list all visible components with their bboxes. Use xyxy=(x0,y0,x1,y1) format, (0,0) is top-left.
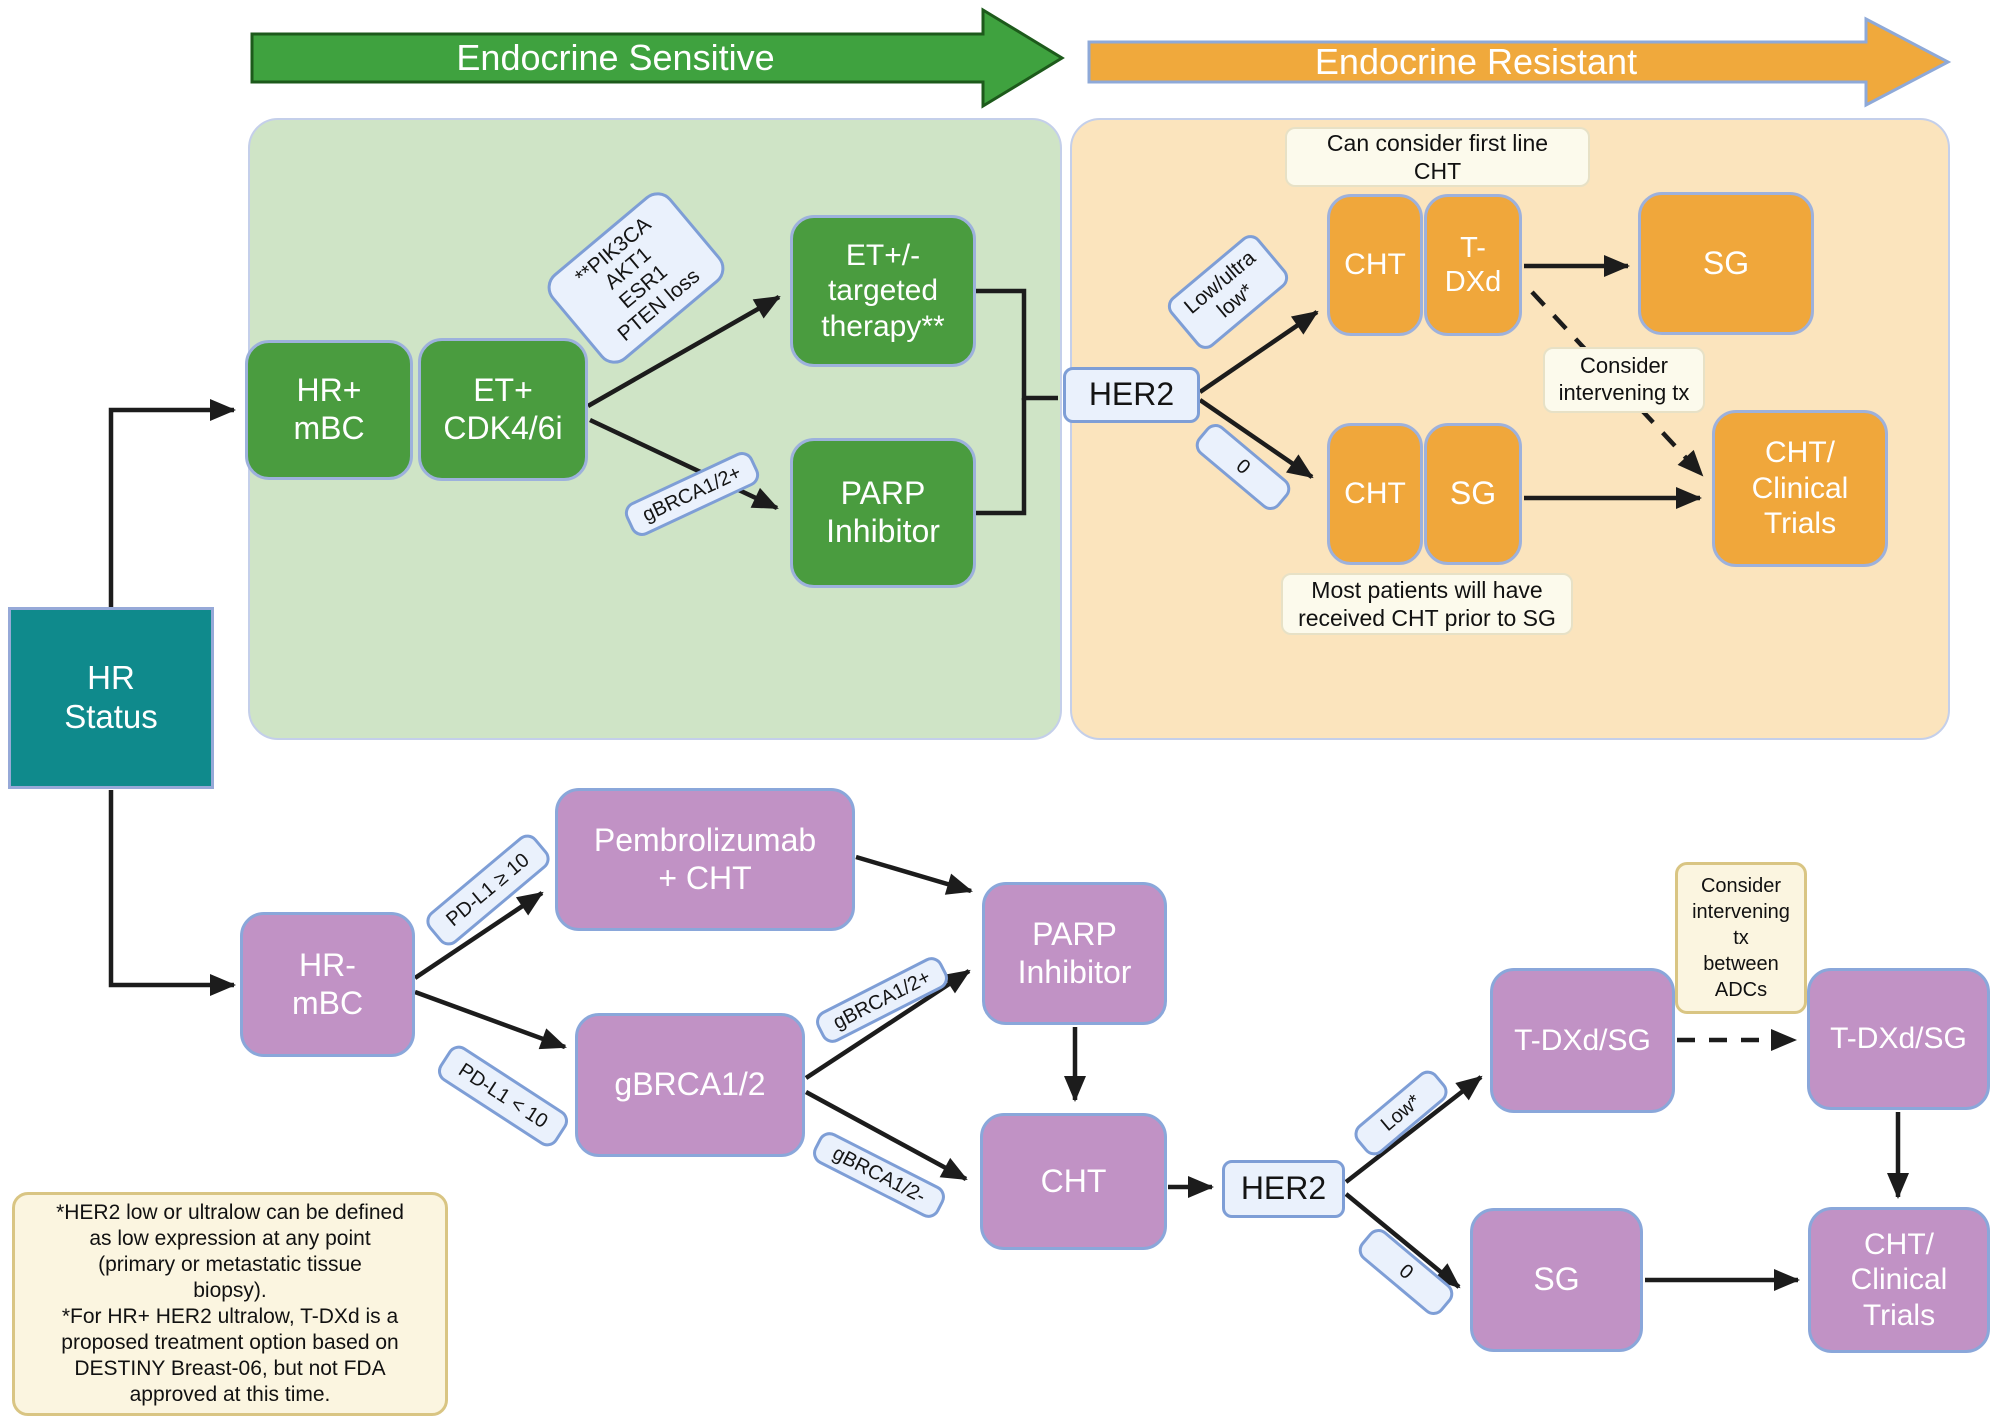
node-gbrca12: gBRCA1/2 xyxy=(575,1013,805,1157)
node-cht-lower: CHT xyxy=(1327,423,1423,565)
node-et-targeted-therapy: ET+/- targeted therapy** xyxy=(790,215,976,367)
note-first-line-cht: Can consider first line CHT xyxy=(1285,127,1590,187)
node-her2-bottom: HER2 xyxy=(1222,1160,1345,1218)
node-her2-top: HER2 xyxy=(1063,367,1200,423)
arrow-her2-to-sg xyxy=(1344,1192,1461,1289)
node-hr-plus-mbc: HR+ mBC xyxy=(245,340,413,480)
banner-resistant-label: Endocrine Resistant xyxy=(1314,41,1638,82)
node-sg-bottom: SG xyxy=(1470,1208,1643,1352)
line-parp-to-her2 xyxy=(976,398,1027,516)
note-consider-intervening-tx: Consider intervening tx xyxy=(1543,347,1705,413)
node-sg-upper: SG xyxy=(1638,192,1814,335)
arrow-gbrca-to-cht xyxy=(804,1090,968,1181)
endocrine-resistant-banner: Endocrine Resistant xyxy=(1086,16,1952,108)
node-pembrolizumab-cht: Pembrolizumab + CHT xyxy=(555,788,855,931)
node-cht-upper: CHT xyxy=(1327,194,1423,336)
dashed-tdxd-to-chttrials xyxy=(1530,290,1704,477)
node-parp-inhibitor-top: PARP Inhibitor xyxy=(790,438,976,588)
footnote-her2-definitions: *HER2 low or ultralow can be defined as … xyxy=(12,1192,448,1416)
node-parp-inhibitor-bottom: PARP Inhibitor xyxy=(982,882,1167,1025)
banner-sensitive-label: Endocrine Sensitive xyxy=(456,37,775,78)
node-tdxd-sg-first: T-DXd/SG xyxy=(1490,968,1675,1113)
line-ettargeted-to-her2 xyxy=(976,288,1058,401)
arrow-hrmmbc-to-gbrca xyxy=(414,989,567,1050)
node-et-cdk46i: ET+ CDK4/6i xyxy=(418,338,588,481)
arrow-hrmmbc-to-pembro xyxy=(413,891,544,980)
arrow-her2-to-cht-low xyxy=(1198,310,1319,394)
arrow-gbrca-to-parp xyxy=(804,969,971,1080)
node-sg-lower: SG xyxy=(1424,423,1522,565)
node-t-dxd: T- DXd xyxy=(1424,194,1522,336)
node-tdxd-sg-second: T-DXd/SG xyxy=(1807,968,1990,1110)
arrow-hrstatus-to-hrmmbc xyxy=(108,790,236,996)
note-most-patients-cht: Most patients will have received CHT pri… xyxy=(1281,573,1573,635)
arrow-her2-to-cht-zero xyxy=(1198,398,1314,479)
green-arrow-shape xyxy=(250,7,1065,109)
arrow-her2-to-tdxdsg xyxy=(1344,1075,1483,1184)
arrow-hrstatus-to-hrpmbc xyxy=(108,399,236,607)
connector-group xyxy=(108,255,1909,1291)
note-intervening-between-adcs: Consider intervening tx between ADCs xyxy=(1675,862,1807,1014)
endocrine-sensitive-banner: Endocrine Sensitive xyxy=(248,6,1066,110)
node-cht-clinical-trials-top: CHT/ Clinical Trials xyxy=(1712,410,1888,567)
node-hr-minus-mbc: HR- mBC xyxy=(240,912,415,1057)
orange-arrow-shape xyxy=(1087,16,1952,108)
node-cht-clinical-trials-bottom: CHT/ Clinical Trials xyxy=(1808,1207,1990,1353)
arrow-etcdk-to-parp xyxy=(589,417,779,511)
node-cht-bottom: CHT xyxy=(980,1113,1167,1250)
arrow-pembro-to-parp xyxy=(855,854,973,895)
arrow-etcdk-to-ettargeted xyxy=(586,295,781,408)
node-hr-status: HR Status xyxy=(8,607,214,789)
